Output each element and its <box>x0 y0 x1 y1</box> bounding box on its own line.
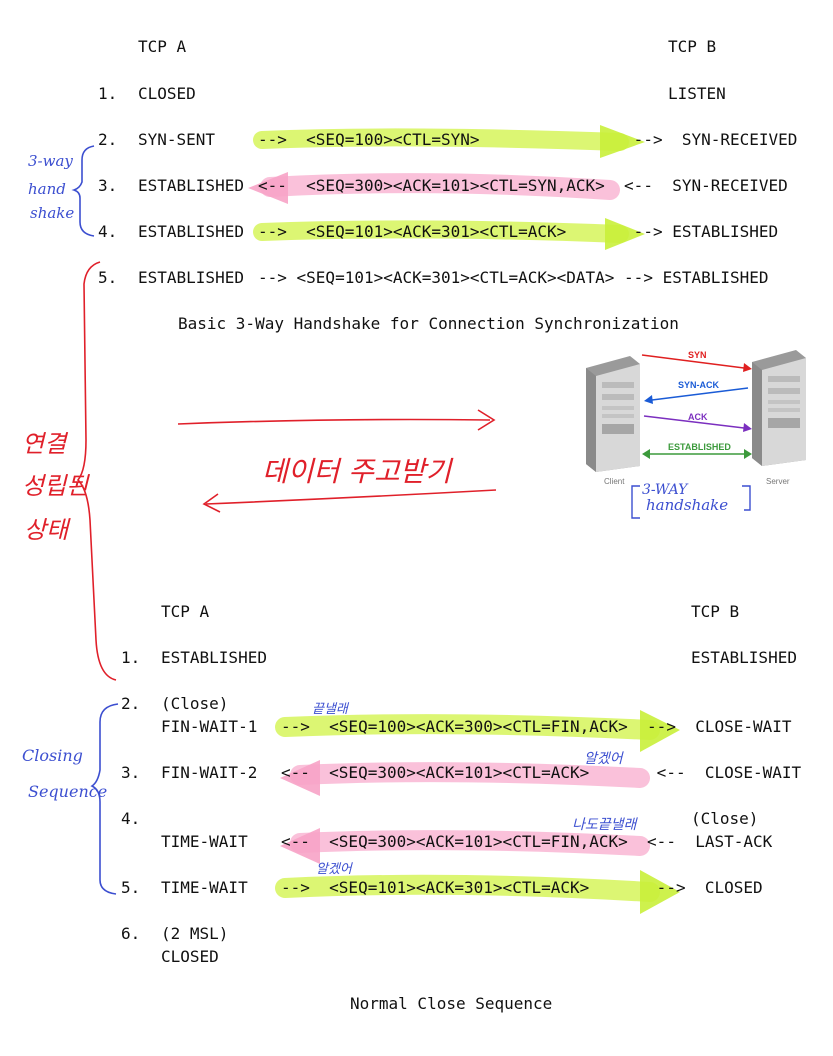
annotation-sequence: Sequence <box>28 782 107 801</box>
handshake-tag-bracket-left <box>632 486 640 518</box>
annotation-fin-2: 나도끝낼래 <box>572 814 636 834</box>
server-label: Server <box>766 477 790 486</box>
data-arrow-right <box>178 420 490 425</box>
annotation-shake: shake <box>30 204 74 222</box>
three-way-brace <box>74 146 94 236</box>
client-label: Client <box>604 477 625 486</box>
annotation-hand: hand <box>28 180 66 198</box>
annotation-handshake-tag-2: handshake <box>646 496 728 514</box>
data-arrow-left <box>206 490 496 504</box>
syn-label: SYN <box>688 350 707 360</box>
annotation-ack-1: 알겠어 <box>584 748 623 768</box>
client-server-diagram: SYN SYN-ACK ACK ESTABLISHED Client Serve… <box>586 350 806 486</box>
annotation-fin: 끝낼래 <box>312 698 348 717</box>
established-label: ESTABLISHED <box>668 442 731 452</box>
handshake-tag-bracket-right <box>742 486 750 510</box>
annotation-connected-1: 연결 <box>22 424 66 459</box>
annotation-three-way: 3-way <box>28 152 73 170</box>
client-computer-icon <box>586 356 640 472</box>
syn-ack-label: SYN-ACK <box>678 380 720 390</box>
ack-label: ACK <box>688 412 708 422</box>
annotation-ack-2: 알겠어 <box>316 858 352 877</box>
annotation-connected-3: 상태 <box>24 510 68 545</box>
annotation-data-exchange: 데이터 주고받기 <box>262 450 451 490</box>
annotation-connected-2: 성립된 <box>22 466 88 501</box>
annotation-closing: Closing <box>22 746 83 765</box>
server-computer-icon <box>752 350 806 466</box>
